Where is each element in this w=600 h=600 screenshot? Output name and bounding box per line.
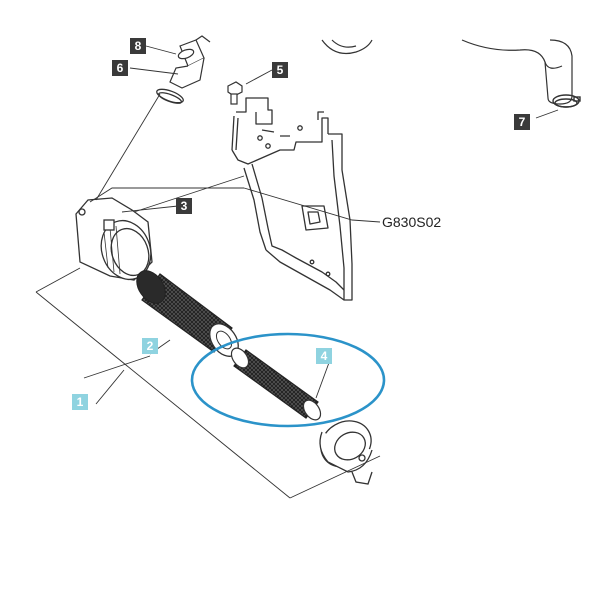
bolt-5 — [227, 81, 243, 105]
safety-filter-element-4 — [230, 347, 322, 421]
callout-7-label: 7 — [519, 115, 526, 129]
callout-8-label: 8 — [135, 39, 142, 53]
callout-4: 4 — [316, 348, 332, 364]
callout-2: 2 — [142, 338, 158, 354]
intake-hose-elbow — [461, 39, 573, 105]
callout-1: 1 — [72, 394, 88, 410]
callout-1-label: 1 — [77, 395, 84, 409]
leader-lines — [35, 45, 559, 499]
callout-6-label: 6 — [117, 61, 124, 75]
hose-fragment-top-left — [321, 39, 373, 55]
callout-5: 5 — [272, 62, 288, 78]
callout-5-label: 5 — [277, 63, 284, 77]
hose-clamp-6 — [156, 88, 184, 104]
rubber-fitting-8 — [169, 35, 211, 89]
hose-clamp-7 — [552, 94, 581, 108]
mounting-bracket — [231, 97, 353, 301]
end-cover — [319, 420, 373, 485]
callout-2-label: 2 — [147, 339, 154, 353]
reference-code: G830S02 — [382, 214, 441, 230]
air-filter-housing — [75, 197, 153, 281]
callout-7: 7 — [514, 114, 530, 130]
callout-8: 8 — [130, 38, 146, 54]
highlight-ring — [190, 332, 386, 428]
callout-6: 6 — [112, 60, 128, 76]
callout-4-label: 4 — [321, 349, 328, 363]
callout-3-label: 3 — [181, 199, 188, 213]
callout-3: 3 — [176, 198, 192, 214]
